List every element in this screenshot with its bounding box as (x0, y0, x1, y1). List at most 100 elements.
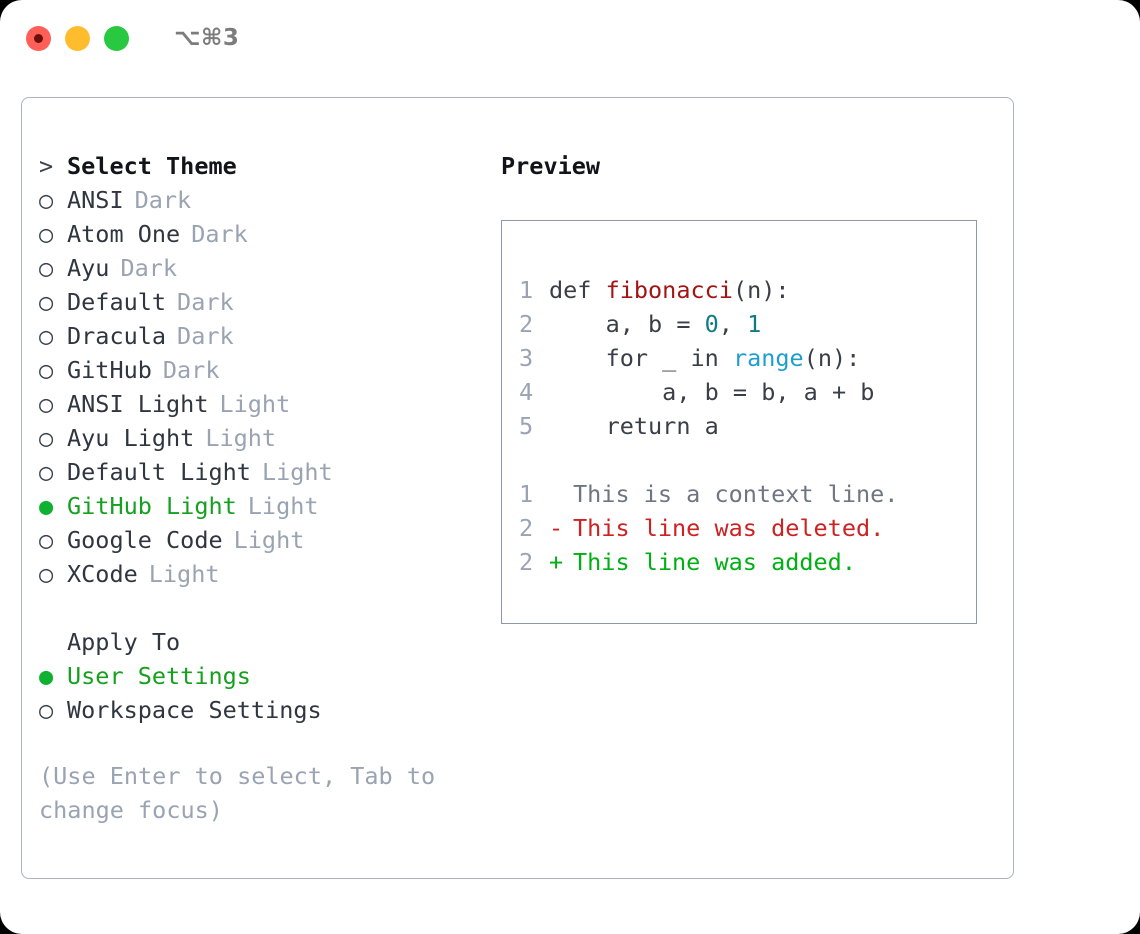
theme-list-item[interactable]: ○ GitHub Dark (39, 353, 499, 387)
theme-item-label: Default (67, 288, 167, 316)
code-line-text: def fibonacci(n): (549, 273, 790, 307)
apply-to-options: ●User Settings○Workspace Settings (39, 659, 499, 727)
code-token-fn: fibonacci (605, 276, 733, 304)
code-line-text: a, b = 0, 1 (549, 307, 762, 341)
code-line: 2 a, b = 0, 1 (519, 307, 970, 341)
traffic-lights (26, 25, 129, 51)
code-token-plain: for _ in (549, 344, 733, 372)
apply-to-heading: Apply To (39, 625, 499, 659)
window-shortcut-label: ⌥⌘3 (174, 25, 240, 51)
code-line: 4 a, b = b, a + b (519, 375, 970, 409)
theme-item-label: GitHub (67, 356, 152, 384)
apply-to-option[interactable]: ○Workspace Settings (39, 693, 499, 727)
code-token-num: 0 (704, 310, 719, 338)
title-bar: ⌥⌘3 (0, 0, 1140, 76)
list-spacer (39, 591, 499, 625)
close-button[interactable] (26, 25, 51, 51)
apply-to-option[interactable]: ●User Settings (39, 659, 499, 693)
radio-unselected-icon: ○ (39, 356, 54, 384)
theme-item-variant: Light (247, 492, 319, 520)
diff-line: 2 + This line was added. (519, 545, 970, 579)
theme-item-label: Atom One (67, 220, 181, 248)
preview-title: Preview (501, 152, 601, 180)
diff-marker (549, 477, 573, 511)
code-line-number: 3 (519, 344, 534, 372)
code-token-plain: (n): (803, 344, 861, 372)
radio-unselected-icon: ○ (39, 186, 54, 214)
apply-to-heading-marker (39, 625, 67, 659)
theme-item-variant: Dark (177, 288, 234, 316)
code-token-plain: (n): (732, 276, 790, 304)
minimize-button[interactable] (65, 25, 90, 51)
theme-item-label: GitHub Light (67, 492, 237, 520)
prompt-caret-icon: > (39, 152, 54, 180)
theme-item-label: Dracula (67, 322, 167, 350)
diff-line-text: This is a context line. (573, 480, 899, 508)
theme-item-label: XCode (67, 560, 138, 588)
diff-line: 2-This line was deleted. (519, 511, 970, 545)
diff-marker: + (549, 548, 564, 576)
theme-item-label: Default Light (67, 458, 251, 486)
radio-selected-icon: ● (39, 492, 54, 520)
theme-item-variant: Dark (134, 186, 192, 214)
theme-item-label: ANSI Light (67, 390, 209, 418)
apply-to-option-label: Workspace Settings (67, 696, 322, 724)
radio-unselected-icon: ○ (39, 560, 54, 588)
code-line-text: return a (549, 409, 719, 443)
theme-item-variant: Light (205, 424, 277, 452)
diff-sample: 1 This is a context line.2-This line was… (519, 477, 970, 579)
select-theme-heading: > Select Theme (39, 149, 499, 183)
diff-line-number: 2 (519, 514, 534, 542)
radio-unselected-icon: ○ (39, 254, 54, 282)
theme-list-item[interactable]: ○ Atom One Dark (39, 217, 499, 251)
radio-unselected-icon: ○ (39, 390, 54, 418)
theme-item-variant: Light (219, 390, 291, 418)
radio-unselected-icon: ○ (39, 322, 54, 350)
code-line-number: 4 (519, 378, 534, 406)
theme-item-variant: Dark (191, 220, 248, 248)
radio-unselected-icon: ○ (39, 288, 54, 316)
diff-marker: - (549, 514, 564, 542)
radio-unselected-icon: ○ (39, 526, 54, 554)
code-token-plain: , (718, 310, 748, 338)
keyboard-hint: (Use Enter to select, Tab to change focu… (39, 762, 436, 824)
theme-list-item[interactable]: ○ Default Dark (39, 285, 499, 319)
radio-unselected-icon: ○ (39, 220, 54, 248)
apply-to-option-label: User Settings (67, 662, 251, 690)
theme-list-item[interactable]: ○ ANSI Light Light (39, 387, 499, 421)
theme-list-item[interactable]: ● GitHub Light Light (39, 489, 499, 523)
maximize-button[interactable] (104, 25, 129, 51)
code-line-text: for _ in range(n): (549, 341, 861, 375)
diff-line-text: This line was added. (573, 548, 856, 576)
code-token-plain: def (549, 276, 606, 304)
theme-list-item[interactable]: ○ ANSI Dark (39, 183, 499, 217)
code-line: 3 for _ in range(n): (519, 341, 970, 375)
select-theme-heading-label: Select Theme (67, 152, 237, 180)
theme-item-variant: Light (261, 458, 333, 486)
code-diff-spacer (519, 443, 970, 477)
code-line-text: a, b = b, a + b (549, 375, 874, 409)
theme-item-label: Ayu (67, 254, 110, 282)
theme-item-label: ANSI (67, 186, 124, 214)
theme-item-variant: Light (233, 526, 305, 554)
code-token-plain: a, b = b, a + b (549, 378, 875, 406)
code-line-number: 2 (519, 310, 534, 338)
theme-item-variant: Dark (162, 356, 220, 384)
theme-item-label: Ayu Light (67, 424, 195, 452)
diff-line: 1 This is a context line. (519, 477, 970, 511)
diff-line-number: 2 (519, 548, 534, 576)
code-token-plain: a, b = (549, 310, 705, 338)
